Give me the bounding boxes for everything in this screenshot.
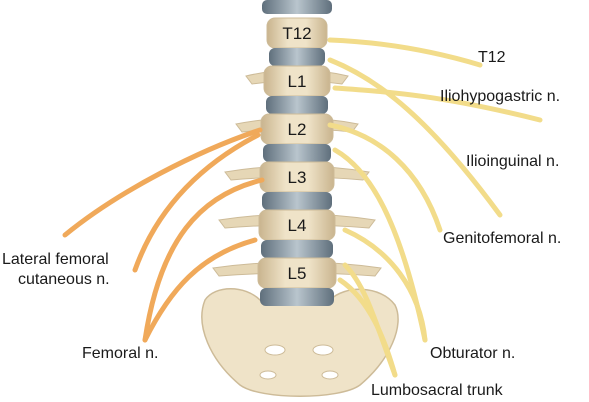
genitofemoral-nerve <box>327 122 443 233</box>
iliohypogastric-nerve <box>332 85 543 123</box>
t12-nerve <box>327 37 483 68</box>
label-genitofemoral: Genitofemoral n. <box>443 230 561 247</box>
upper-disc <box>262 0 332 14</box>
femoral-branch-1 <box>142 177 265 343</box>
lateral-femoral-cutaneous-nerve <box>62 127 263 238</box>
label-ilioinguinal: Ilioinguinal n. <box>466 153 559 170</box>
label-lateral-femoral-2: cutaneous n. <box>18 271 110 288</box>
label-t12: T12 <box>478 49 506 66</box>
disc-below-l1 <box>266 96 328 114</box>
vertebra-label-l1: L1 <box>288 72 307 91</box>
plexus-branch-2 <box>342 262 398 378</box>
femoral-nerve <box>142 237 258 343</box>
nerves-orange <box>62 127 265 343</box>
plexus-branch-1 <box>332 147 428 343</box>
vertebra-label-l4: L4 <box>288 216 307 235</box>
label-obturator: Obturator n. <box>430 345 515 362</box>
nerves-yellow <box>327 37 543 378</box>
sacrum <box>201 288 399 397</box>
disc-below-l2 <box>263 144 331 162</box>
label-lateral-femoral-1: Lateral femoral <box>2 251 109 268</box>
disc-below-l4 <box>261 240 333 258</box>
disc-below-l3 <box>262 192 332 210</box>
label-iliohypogastric: Iliohypogastric n. <box>440 88 560 105</box>
disc-below-l5 <box>260 288 334 306</box>
disc-below-t12 <box>269 48 325 66</box>
vertebra-label-l5: L5 <box>288 264 307 283</box>
label-femoral: Femoral n. <box>82 345 158 362</box>
vertebra-label-l3: L3 <box>288 168 307 187</box>
femoral-branch-2 <box>132 132 261 273</box>
label-lumbosacral: Lumbosacral trunk <box>371 382 504 399</box>
vertebra-label-t12: T12 <box>282 24 311 43</box>
ilioinguinal-nerve <box>327 57 503 218</box>
vertebra-label-l2: L2 <box>288 120 307 139</box>
